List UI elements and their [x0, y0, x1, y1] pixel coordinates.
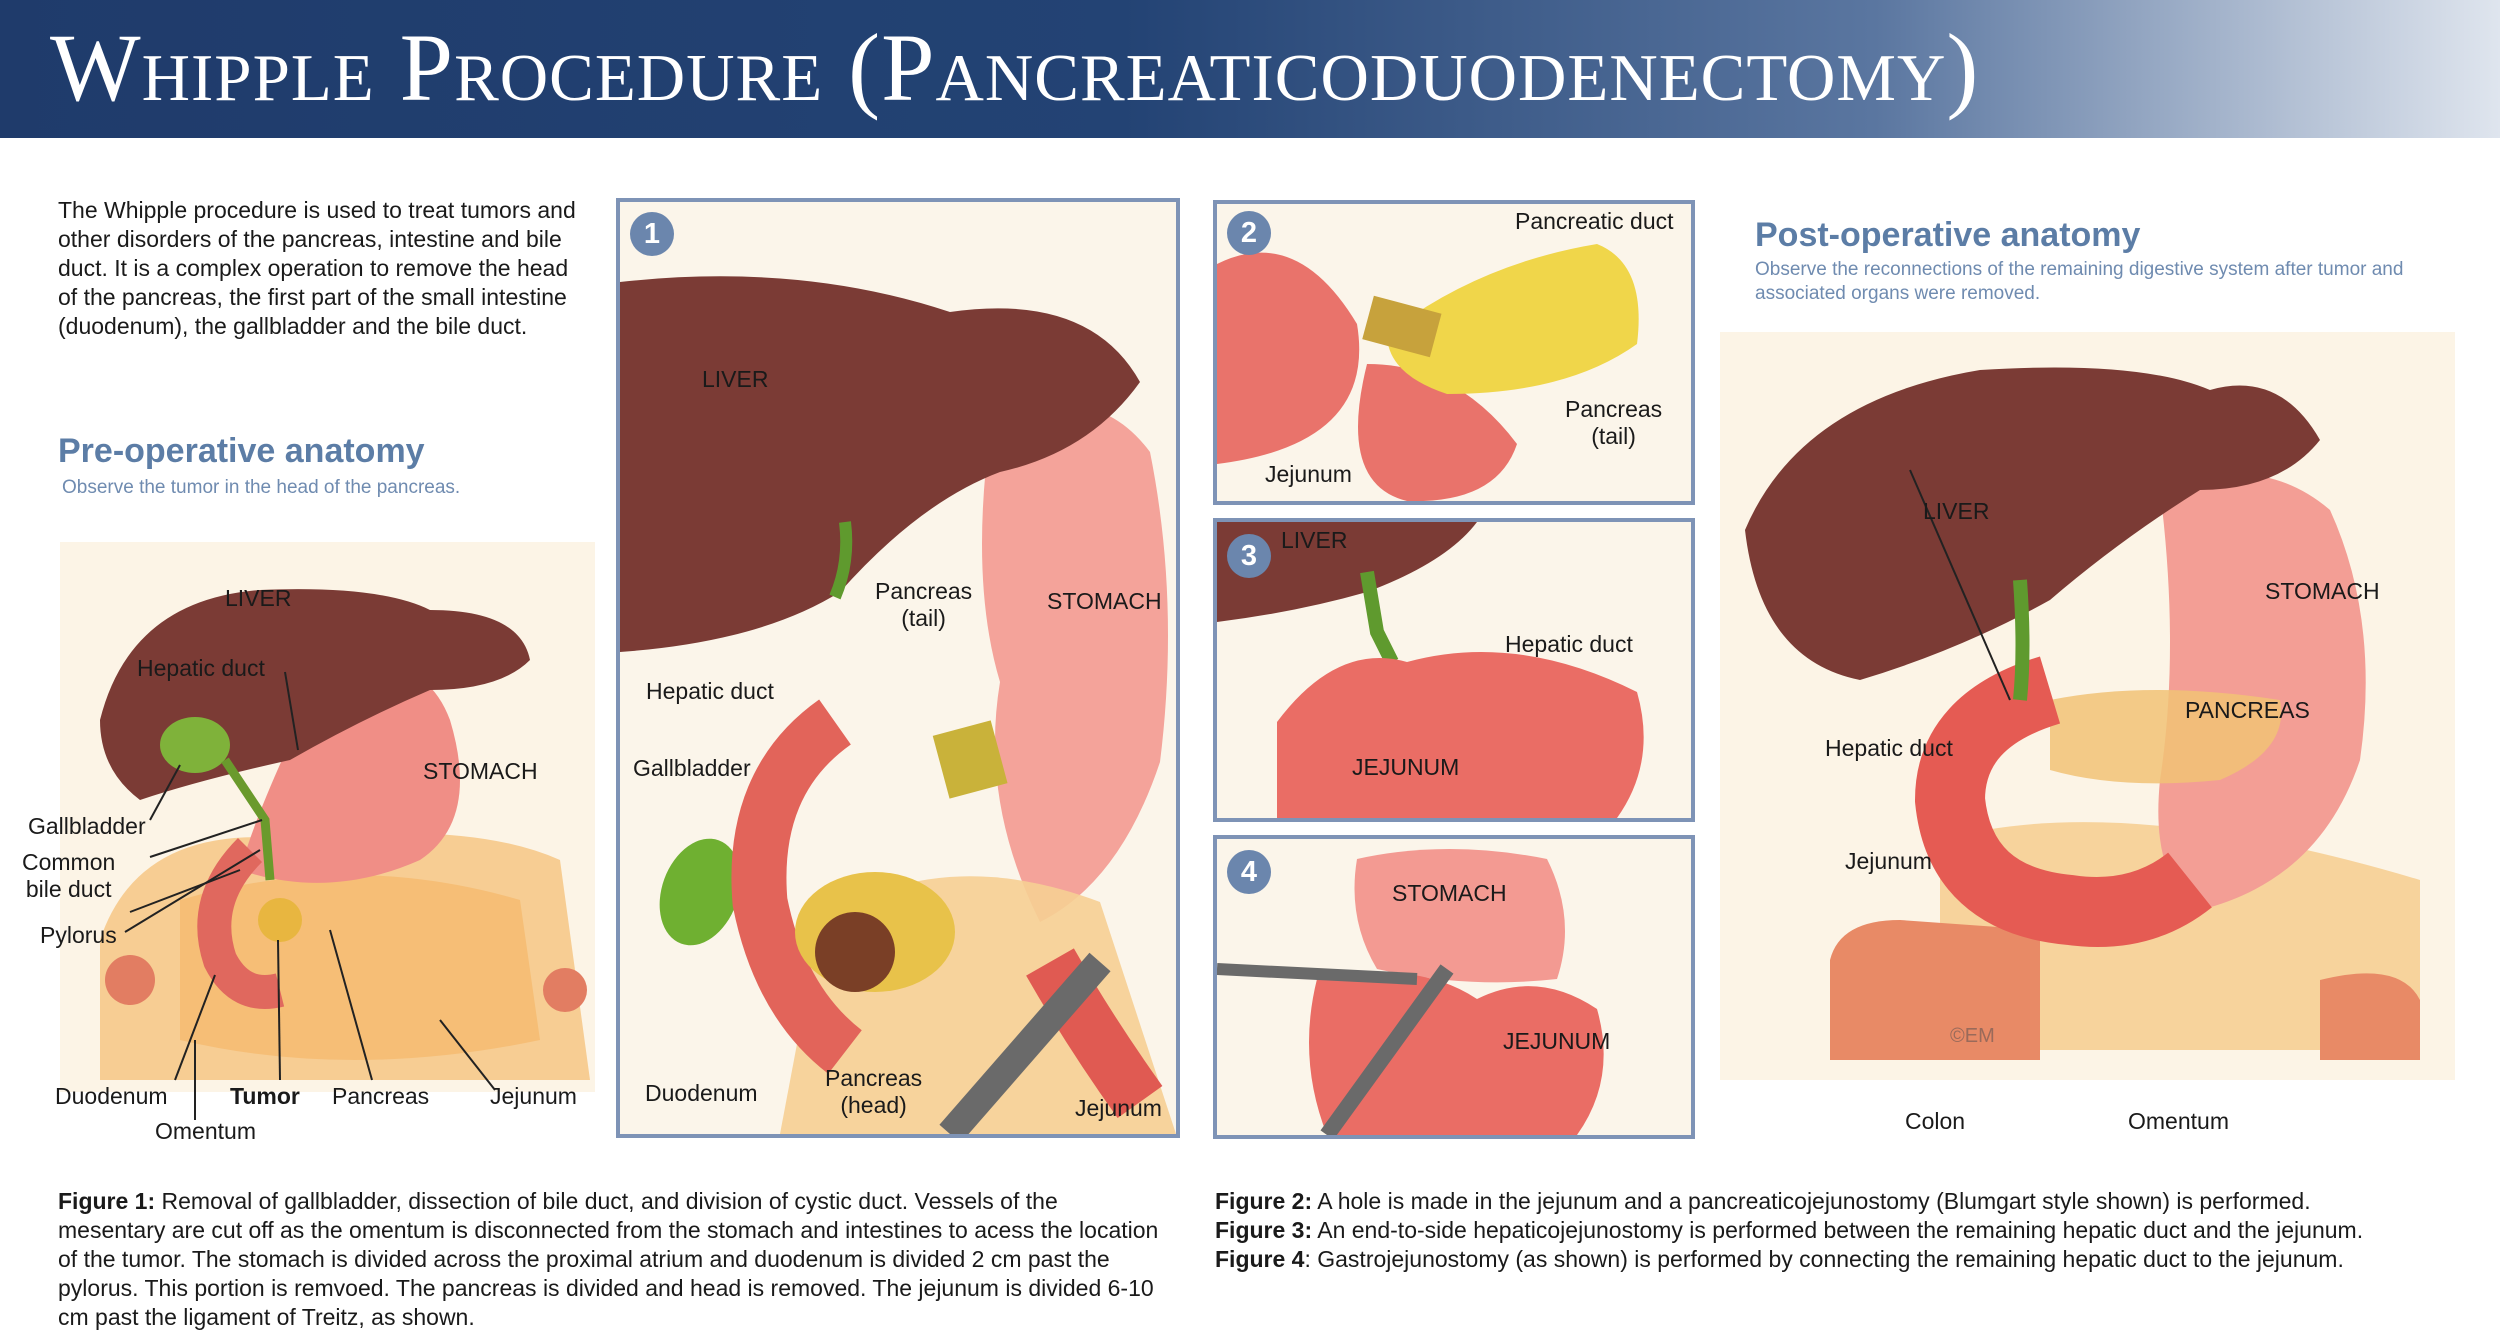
- fig1-label-jejunum: Jejunum: [1075, 1095, 1162, 1121]
- preop-label-jejunum: Jejunum: [490, 1083, 577, 1109]
- figure-1-caption-label: Figure 1:: [58, 1188, 156, 1214]
- postop-label-hepatic-duct: Hepatic duct: [1825, 735, 1953, 761]
- preop-label-omentum: Omentum: [155, 1118, 256, 1144]
- title-banner: Whipple Procedure (Pancreaticoduodenecto…: [0, 0, 2500, 138]
- figure-4-caption-text: : Gastrojejunostomy (as shown) is perfor…: [1304, 1246, 2344, 1272]
- figure-2-caption-text: A hole is made in the jejunum and a panc…: [1312, 1188, 2311, 1214]
- figure-3-panel: [1213, 518, 1695, 822]
- preop-label-duodenum: Duodenum: [55, 1083, 168, 1109]
- fig1-label-hepatic-duct: Hepatic duct: [646, 678, 774, 704]
- fig1-label-pancreas-head: Pancreas (head): [825, 1065, 923, 1118]
- fig3-label-jejunum: JEJUNUM: [1352, 754, 1460, 780]
- preop-label-common-bile-duct: Common bile duct: [22, 849, 116, 902]
- postop-label-stomach: STOMACH: [2265, 578, 2380, 604]
- preop-label-pylorus: Pylorus: [40, 922, 117, 948]
- postop-label-colon: Colon: [1905, 1108, 1966, 1134]
- fig4-label-stomach: STOMACH: [1392, 880, 1507, 906]
- preop-title: Pre-operative anatomy: [58, 432, 425, 470]
- preop-illustration: [60, 542, 595, 1120]
- intro-paragraph: The Whipple procedure is used to treat t…: [58, 197, 576, 339]
- fig1-label-stomach: STOMACH: [1047, 588, 1162, 614]
- artist-signature: ©EM: [1950, 1025, 1995, 1047]
- preop-label-liver: LIVER: [225, 585, 292, 611]
- figure-3-illustration: [1217, 522, 1644, 818]
- postop-label-pancreas: PANCREAS: [2185, 697, 2310, 723]
- figure-4-panel: [1213, 835, 1695, 1139]
- fig1-label-duodenum: Duodenum: [645, 1080, 758, 1106]
- postop-subtitle: Observe the reconnections of the remaini…: [1755, 259, 2404, 304]
- preop-label-gallbladder: Gallbladder: [28, 813, 146, 839]
- figure-1-caption-text: Removal of gallbladder, dissection of bi…: [58, 1188, 1159, 1330]
- figure-1-illustration: [620, 276, 1176, 1134]
- postop-label-omentum: Omentum: [2128, 1108, 2229, 1134]
- figure-4-number-badge: 4: [1227, 850, 1271, 894]
- figure-2-illustration: [1217, 244, 1639, 501]
- preop-label-pancreas: Pancreas: [332, 1083, 430, 1109]
- figure-4-caption-label: Figure 4: [1215, 1246, 1305, 1272]
- figure-1-caption: Figure 1: Removal of gallbladder, dissec…: [58, 1187, 1168, 1332]
- fig2-label-pancreas-tail: Pancreas (tail): [1565, 396, 1663, 449]
- fig2-label-pancreatic-duct: Pancreatic duct: [1515, 208, 1674, 234]
- figure-3-caption-label: Figure 3:: [1215, 1217, 1313, 1243]
- figure-3-caption: Figure 3: An end-to-side hepaticojejunos…: [1215, 1216, 2485, 1245]
- postop-label-jejunum: Jejunum: [1845, 848, 1932, 874]
- figure-2-panel: [1213, 200, 1695, 505]
- fig2-label-jejunum: Jejunum: [1265, 461, 1352, 487]
- preop-label-tumor: Tumor: [230, 1083, 300, 1109]
- fig1-label-pancreas-tail: Pancreas (tail): [875, 578, 973, 631]
- figure-4-caption: Figure 4: Gastrojejunostomy (as shown) i…: [1215, 1245, 2485, 1274]
- postop-label-liver: LIVER: [1923, 498, 1990, 524]
- postop-illustration: [1720, 332, 2455, 1080]
- figure-1-number-badge: 1: [630, 212, 674, 256]
- figure-2-number-badge: 2: [1227, 211, 1271, 255]
- figure-3-caption-text: An end-to-side hepaticojejunostomy is pe…: [1312, 1217, 2364, 1243]
- figure-1-panel: [616, 198, 1180, 1138]
- figure-2-caption: Figure 2: A hole is made in the jejunum …: [1215, 1187, 2485, 1216]
- figure-2-caption-label: Figure 2:: [1215, 1188, 1313, 1214]
- figure-3-number-badge: 3: [1227, 534, 1271, 578]
- page-title: Whipple Procedure (Pancreaticoduodenecto…: [50, 14, 1980, 121]
- preop-label-hepatic-duct: Hepatic duct: [137, 655, 265, 681]
- fig1-label-liver: LIVER: [702, 366, 769, 392]
- fig1-label-gallbladder: Gallbladder: [633, 755, 751, 781]
- fig3-label-hepatic-duct: Hepatic duct: [1505, 631, 1633, 657]
- fig4-label-jejunum: JEJUNUM: [1503, 1028, 1611, 1054]
- preop-subtitle: Observe the tumor in the head of the pan…: [62, 477, 461, 498]
- figure-4-illustration: [1217, 849, 1604, 1135]
- fig3-label-liver: LIVER: [1281, 527, 1348, 553]
- postop-title: Post-operative anatomy: [1755, 216, 2141, 254]
- preop-label-stomach: STOMACH: [423, 758, 538, 784]
